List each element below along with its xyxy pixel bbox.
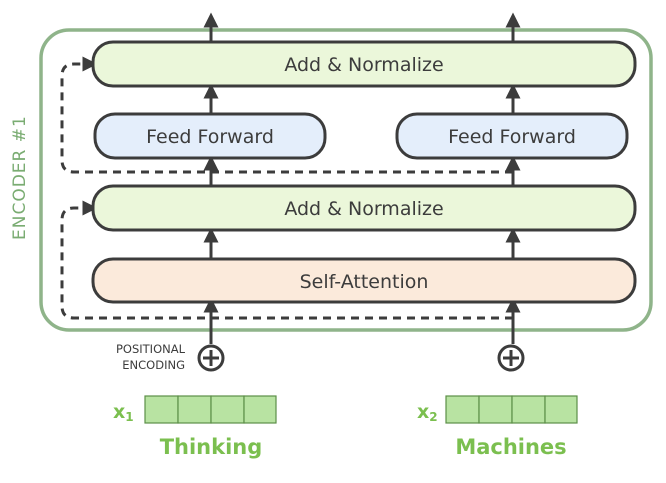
feed-forward-right-label: Feed Forward [448, 126, 576, 148]
vector-cell [144, 395, 179, 424]
vector-cell [243, 395, 277, 424]
add-normalize-top-label: Add & Normalize [284, 54, 443, 76]
input-1-var: x [113, 401, 125, 423]
vector-cell [478, 395, 513, 424]
input-2-variable: x2 [417, 401, 438, 424]
positional-encoding-label-line2: ENCODING [122, 358, 185, 372]
input-2-var: x [417, 401, 429, 423]
input-1-word: Thinking [160, 435, 263, 459]
feed-forward-left-box: Feed Forward [93, 112, 327, 160]
input-2-word: Machines [455, 435, 566, 459]
encoder-label: ENCODER #1 [10, 115, 30, 240]
input-2-sub: 2 [429, 410, 437, 424]
add-normalize-bottom-label: Add & Normalize [284, 198, 443, 220]
self-attention-label: Self-Attention [300, 271, 429, 293]
feed-forward-right-box: Feed Forward [395, 112, 629, 160]
feed-forward-left-label: Feed Forward [146, 126, 274, 148]
add-normalize-top-box: Add & Normalize [91, 40, 637, 88]
input-1-sub: 1 [125, 410, 133, 424]
input-2-vector [445, 395, 578, 424]
vector-cell [544, 395, 578, 424]
positional-encoding-label-line1: POSITIONAL [116, 342, 186, 356]
vector-cell [511, 395, 546, 424]
input-1-variable: x1 [113, 401, 134, 424]
vector-cell [445, 395, 480, 424]
input-1-vector [144, 395, 277, 424]
plus-circle-icon [197, 344, 225, 372]
encoder-boundary [39, 28, 653, 332]
add-normalize-bottom-box: Add & Normalize [91, 184, 637, 232]
plus-circle-icon [497, 344, 525, 372]
self-attention-box: Self-Attention [91, 257, 637, 304]
vector-cell [177, 395, 212, 424]
vector-cell [210, 395, 245, 424]
